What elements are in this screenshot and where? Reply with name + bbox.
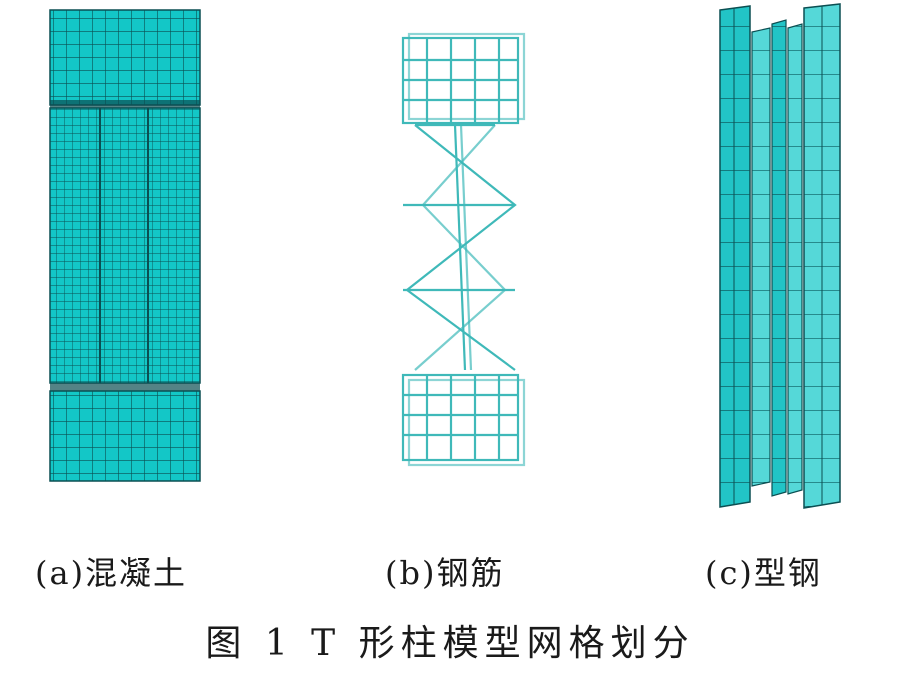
rebar-top-cage <box>401 32 526 125</box>
concrete-mesh-figure <box>40 5 215 509</box>
concrete-mesh-svg <box>49 9 201 482</box>
steel-section-figure <box>710 2 850 516</box>
caption-c: (c)型钢 <box>705 554 822 592</box>
steel-section-svg <box>719 3 841 509</box>
figure-title: 图 1 T 形柱模型网格划分 <box>205 623 695 664</box>
concrete-top-block <box>49 9 201 106</box>
rebar-figure <box>395 30 530 484</box>
steel-right-flange <box>803 3 841 509</box>
rebar-zigzag <box>403 123 517 371</box>
caption-b: (b)钢筋 <box>385 554 505 592</box>
steel-web <box>751 19 803 497</box>
concrete-bottom-block <box>49 390 201 482</box>
rebar-svg <box>401 32 526 467</box>
rebar-bottom-cage <box>401 373 526 467</box>
caption-a: (a)混凝土 <box>35 554 188 592</box>
steel-left-flange <box>719 5 751 508</box>
concrete-middle-column <box>49 107 201 384</box>
